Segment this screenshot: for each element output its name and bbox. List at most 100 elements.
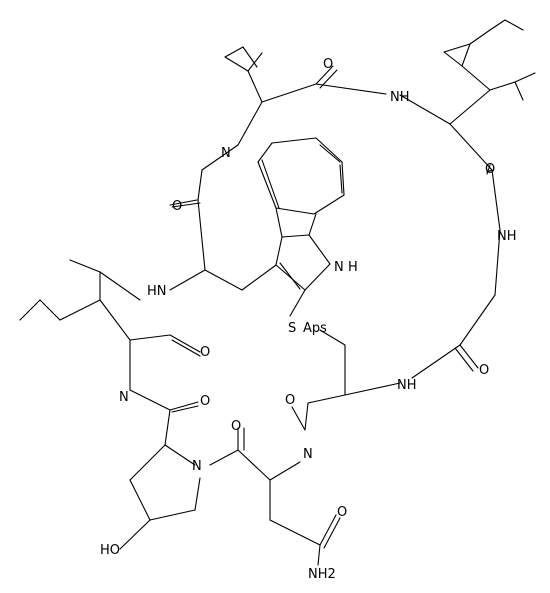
- bond-44: [275, 236, 283, 266]
- aps-label: Aps: [303, 321, 327, 336]
- bond-48: [241, 264, 277, 291]
- nh-label-mid-right: NH: [397, 378, 417, 393]
- bond-68: [39, 299, 61, 321]
- sulfur-label: S: [288, 321, 296, 336]
- bond-13: [443, 51, 463, 67]
- nh-label-lower-right: N: [303, 447, 313, 462]
- bond-15: [443, 43, 471, 53]
- bond-57: [289, 289, 306, 317]
- bond-1: [242, 46, 258, 68]
- bond-62: [304, 402, 309, 431]
- bond-26: [494, 229, 501, 296]
- bond-65: [69, 259, 101, 273]
- bond-82: [149, 509, 196, 521]
- bond-55: [204, 269, 243, 291]
- bond-10: [399, 94, 451, 125]
- bond-61: [307, 394, 346, 404]
- bond-31: [257, 142, 273, 163]
- bond-88: [237, 449, 271, 481]
- bond-43: [308, 213, 317, 236]
- bond-38: [261, 159, 280, 209]
- bond-51: [197, 169, 203, 201]
- o-label-right-upper: O: [485, 162, 495, 177]
- bond-7: [315, 65, 334, 85]
- bond-27: [459, 294, 496, 346]
- bond-24: [486, 164, 491, 175]
- labels-layer: N O NH O NH O N H HN S Aps O O NH N O O …: [100, 57, 517, 582]
- o-label-left-lower: O: [200, 394, 210, 409]
- ho-label: HO: [100, 543, 120, 558]
- bond-19: [489, 81, 516, 91]
- bond-93: [323, 517, 341, 549]
- bond-18: [504, 19, 524, 31]
- nh2-label: NH2: [308, 567, 336, 582]
- nh-label-right-mid: NH: [497, 229, 517, 244]
- bond-40: [339, 164, 343, 194]
- bond-32: [271, 137, 317, 144]
- bond-89: [269, 461, 301, 481]
- bond-92: [319, 514, 337, 546]
- bond-4: [247, 70, 263, 103]
- bond-52: [169, 199, 198, 206]
- bond-46: [304, 263, 331, 291]
- bond-54: [197, 199, 206, 271]
- hn-label-left: HN: [147, 284, 167, 299]
- bond-42: [281, 234, 310, 238]
- bond-34: [341, 161, 345, 196]
- bond-0: [224, 46, 244, 58]
- bond-22: [449, 123, 493, 171]
- bond-49: [279, 262, 301, 290]
- bond-63: [291, 406, 306, 431]
- o-label-left-mid: O: [200, 345, 210, 360]
- bond-36: [275, 207, 315, 215]
- bond-78: [164, 409, 171, 446]
- bond-6: [261, 83, 317, 103]
- o-label-center: O: [285, 393, 295, 408]
- o-label-center-lower: O: [231, 419, 241, 434]
- bond-91: [269, 519, 321, 546]
- bond-83: [194, 477, 201, 511]
- nh-label-left-lower: N: [119, 390, 129, 405]
- nh-label-top-left: N: [221, 146, 231, 161]
- bond-37: [257, 161, 277, 209]
- bonds-layer: [19, 19, 536, 566]
- bond-85: [209, 449, 239, 466]
- bond-2: [224, 56, 249, 72]
- bond-53: [171, 202, 201, 208]
- proline-n-label: N: [192, 459, 202, 474]
- bond-67: [59, 299, 101, 321]
- bond-21: [514, 72, 536, 83]
- bond-72: [169, 334, 201, 353]
- bond-9: [315, 83, 387, 95]
- o-label-top: O: [323, 57, 333, 72]
- bond-81: [129, 479, 151, 521]
- o-label-amide: O: [337, 505, 347, 520]
- bond-64: [99, 271, 141, 301]
- bond-76: [169, 401, 199, 411]
- bond-75: [129, 389, 171, 411]
- bond-35: [313, 194, 345, 215]
- bond-70: [99, 299, 131, 341]
- o-label-mid-right: O: [479, 363, 489, 378]
- bond-30: [411, 344, 461, 379]
- bond-79: [164, 444, 196, 466]
- bond-56: [169, 269, 206, 291]
- bond-94: [317, 544, 321, 566]
- bond-17: [489, 19, 506, 31]
- bond-16: [469, 29, 491, 45]
- bond-20: [514, 81, 524, 101]
- bond-50: [201, 144, 239, 171]
- bond-39: [319, 144, 341, 163]
- bond-80: [129, 444, 166, 481]
- bond-12: [461, 65, 491, 91]
- bond-25: [491, 169, 501, 231]
- bond-14: [461, 43, 471, 67]
- bond-41: [275, 207, 283, 238]
- bond-33: [315, 137, 343, 163]
- bond-3: [247, 52, 263, 72]
- bond-58: [319, 329, 346, 346]
- bond-71: [129, 334, 171, 341]
- bond-29: [454, 347, 474, 372]
- bond-11: [449, 89, 491, 125]
